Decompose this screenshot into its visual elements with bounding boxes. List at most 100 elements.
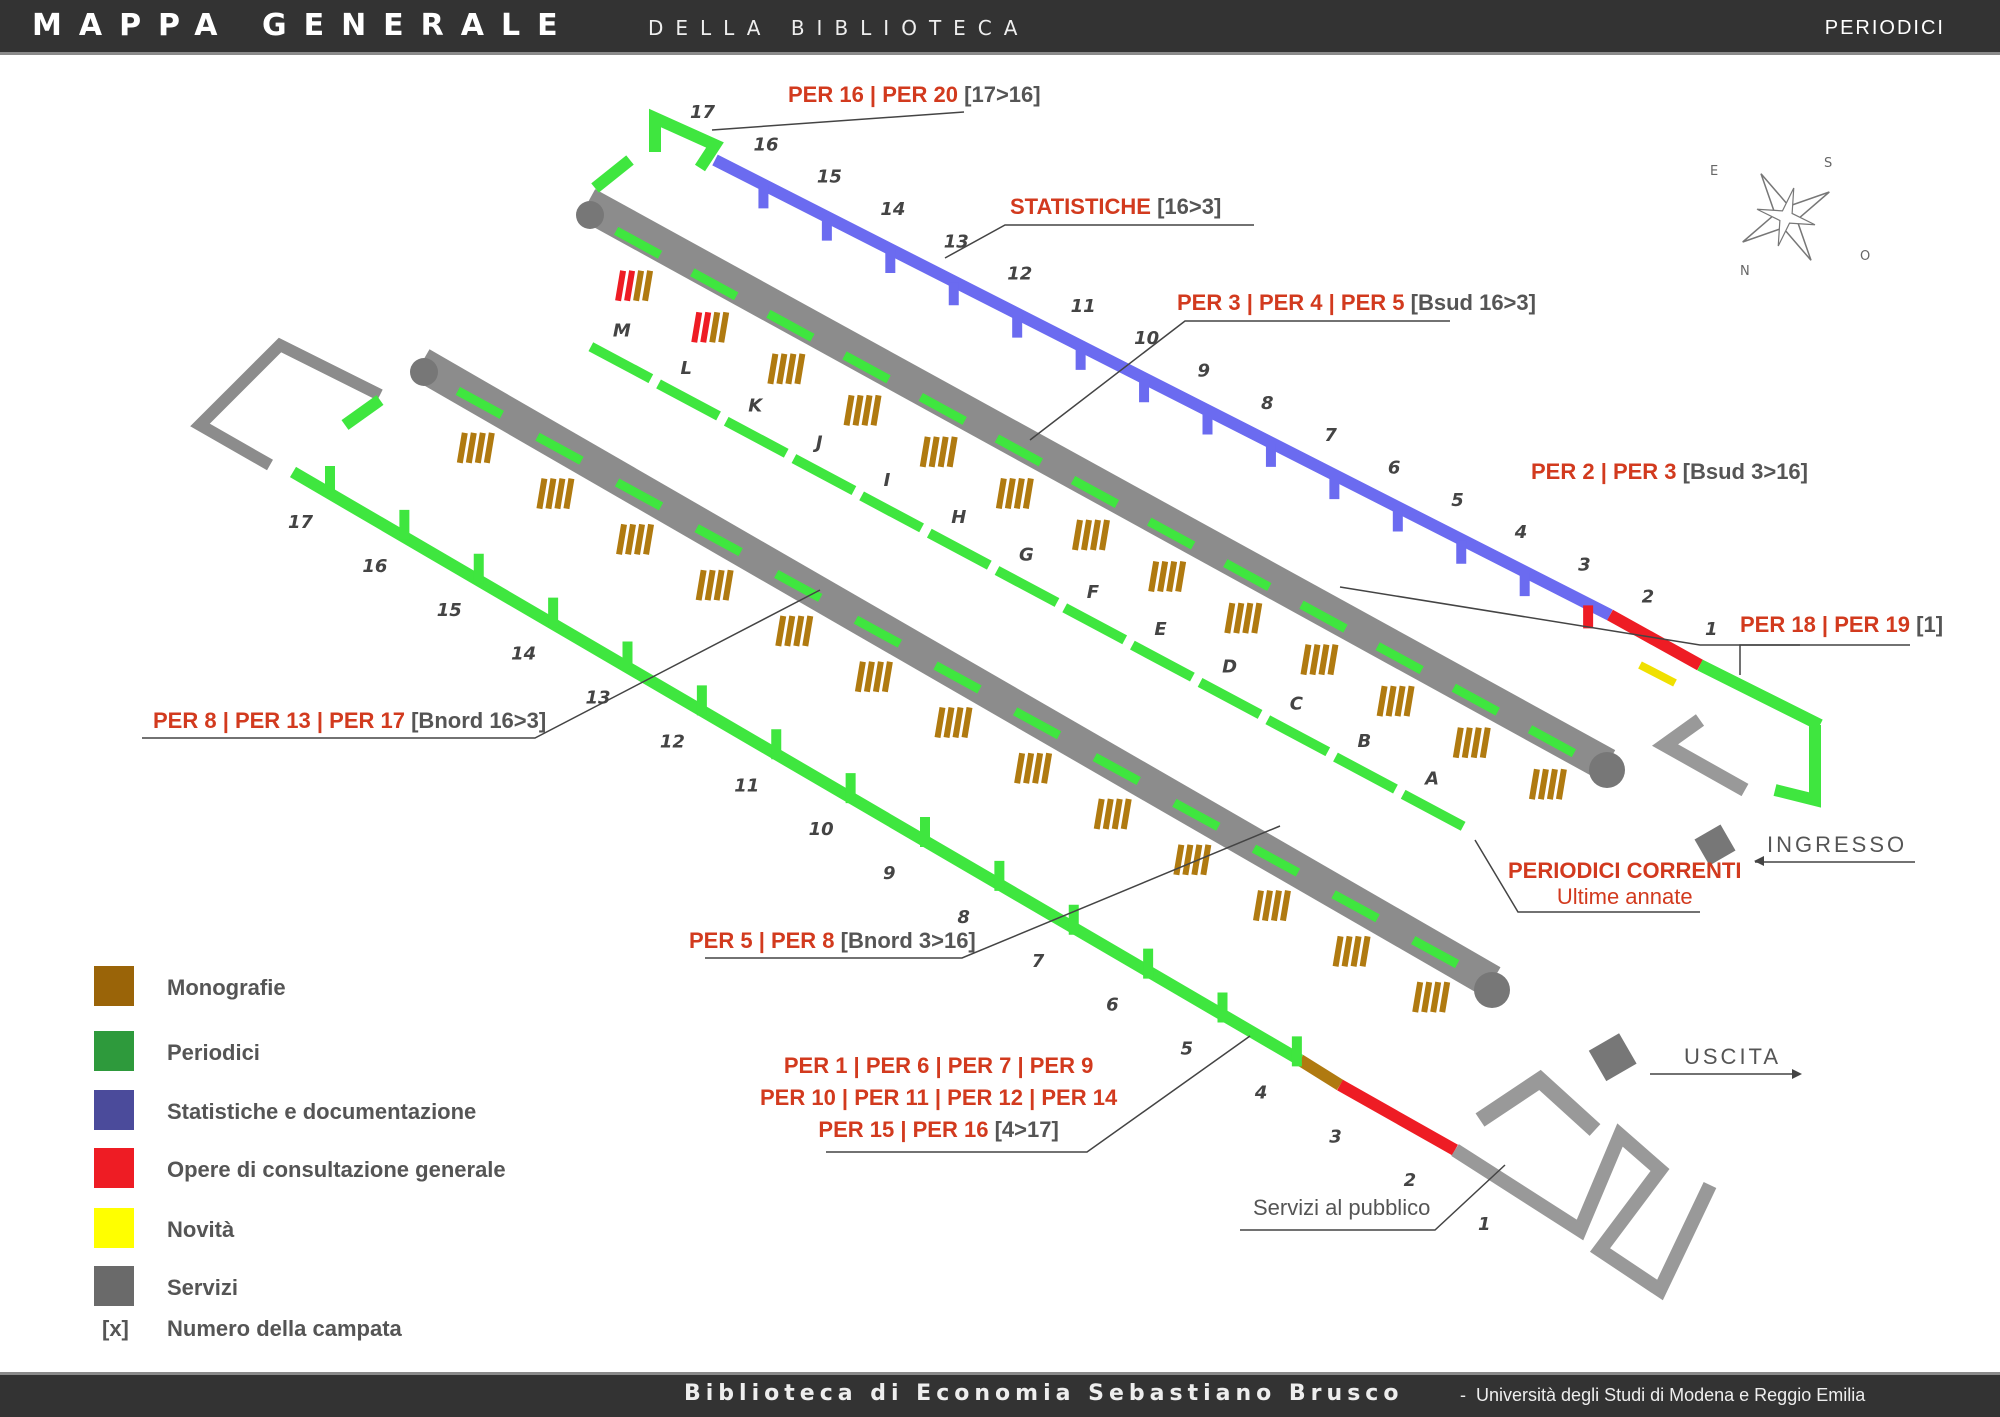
monografie-rack: [563, 478, 575, 510]
footer-bar: Biblioteca di Economia Sebastiano Brusco…: [0, 1372, 2000, 1417]
legend-item-monografie: Monografie: [94, 966, 594, 1006]
bay-number-upper: 4: [1514, 522, 1528, 543]
monografie-rack: [1148, 561, 1160, 593]
label-servizi-al-pubblico: Servizi al pubblico: [1253, 1195, 1431, 1220]
monografie-rack: [784, 615, 796, 647]
monografie-rack: [1439, 981, 1451, 1013]
monografie-rack: [1555, 768, 1567, 800]
label-per2-per3: PER 2 | PER 3 [Bsud 3>16]: [1531, 459, 1808, 484]
monografie-rack: [625, 523, 636, 555]
bay-number-upper: 5: [1451, 490, 1464, 511]
bay-number-lower: 8: [957, 907, 970, 928]
monografie-rack: [1251, 602, 1263, 634]
monografie-rack: [633, 270, 645, 302]
monografie-rack: [465, 432, 477, 464]
aisle-end: [410, 358, 438, 386]
monografie-rack: [1224, 602, 1236, 634]
legend-swatch: [94, 1090, 134, 1130]
monografie-rack: [554, 478, 566, 510]
monografie-rack: [802, 615, 814, 647]
monografie-rack: [713, 569, 725, 601]
monografie-rack: [794, 353, 806, 385]
compass-s: S: [1824, 156, 1832, 171]
monografie-rack: [1479, 727, 1491, 759]
shelf-aisle-upper: [578, 189, 1616, 780]
label-per18-per19: PER 18 | PER 19 [1]: [1740, 612, 1944, 637]
monografie-rack: [1099, 519, 1110, 551]
monografie-rack: [1327, 644, 1339, 676]
legend-item-servizi: Servizi: [94, 1266, 594, 1306]
monografie-rack: [1341, 935, 1353, 967]
legend-item-opere: Opere di consultazione generale: [94, 1148, 594, 1188]
monografie-rack: [946, 436, 958, 468]
legend-swatch: [94, 1208, 134, 1248]
bay-number-lower: 14: [511, 644, 536, 665]
periodici-shelf: [1172, 798, 1221, 831]
section-title: PERIODICI: [1824, 17, 1945, 39]
row-label: E: [1154, 619, 1167, 640]
novita-shelf: [1638, 661, 1677, 687]
bay-number-lower: 16: [362, 556, 387, 577]
bay-number-lower: 10: [809, 819, 834, 840]
periodici-shelf: [1375, 642, 1424, 675]
periodici-shelf: [1070, 476, 1120, 508]
monografie-rack: [943, 707, 955, 738]
lower-wall-monografie: [1296, 1054, 1344, 1091]
upper-wall-periodici-end: [649, 108, 724, 172]
monografie-rack: [1300, 644, 1312, 676]
lower-wall: [289, 466, 1304, 1066]
monografie-rack: [1537, 768, 1549, 800]
monografie-rack: [1376, 685, 1388, 717]
monografie-rack: [1157, 561, 1169, 593]
periodici-shelf: [1092, 753, 1141, 785]
periodici-row-D: [1197, 678, 1263, 719]
monografie-rack: [700, 311, 712, 343]
periodici-shelf: [1411, 936, 1460, 969]
bay-number-lower: 3: [1329, 1126, 1342, 1147]
bay-number-lower: 5: [1181, 1039, 1194, 1060]
header-bar: MAPPA GENERALE DELLA BIBLIOTECA PERIODIC…: [0, 0, 2000, 55]
bay-number-upper: 6: [1388, 457, 1401, 478]
bay-number-upper: 1: [1705, 619, 1718, 640]
bay-number-upper: 14: [880, 199, 905, 220]
periodici-row-J: [791, 454, 857, 495]
bay-number-upper: 12: [1007, 264, 1032, 285]
legend-swatch: [94, 1266, 134, 1306]
monografie-rack: [695, 569, 707, 601]
upper-wall-statistiche: [712, 154, 1613, 621]
periodici-row-B: [1333, 752, 1398, 794]
monografie-rack: [854, 661, 866, 693]
bay-number-upper: 7: [1324, 425, 1337, 446]
label-per3-per4-per5: PER 3 | PER 4 | PER 5 [Bsud 16>3]: [1177, 290, 1536, 315]
monografie-rack: [852, 394, 864, 426]
periodici-shelf: [613, 226, 663, 259]
label-per5-per8: PER 5 | PER 8 [Bnord 3>16]: [689, 928, 976, 953]
periodici-shelf: [933, 661, 982, 694]
uscita-icon: [1588, 1033, 1637, 1082]
legend-item-novita: Novità: [94, 1208, 594, 1248]
monografie-rack: [1309, 644, 1321, 676]
monografie-rack: [1403, 685, 1415, 717]
bay-number-lower: 1: [1478, 1214, 1491, 1235]
bay-number-upper: 11: [1071, 296, 1096, 317]
monografie-rack: [1332, 935, 1344, 967]
monografie-rack: [775, 615, 787, 647]
row-label: F: [1087, 582, 1100, 603]
monografie-rack: [1013, 477, 1025, 509]
compass-n: N: [1740, 264, 1750, 279]
service-block: [1651, 714, 1749, 797]
monografie-rack: [1111, 798, 1123, 830]
legend-note: [x]Numero della campata: [102, 1316, 402, 1341]
university-name: - Università degli Studi di Modena e Reg…: [1460, 1385, 1866, 1405]
bay-number-lower: 13: [586, 688, 611, 709]
monografie-rack: [785, 353, 797, 385]
periodici-shelf: [1299, 600, 1348, 633]
monografie-rack: [1182, 844, 1194, 876]
monografie-rack: [995, 477, 1007, 509]
monografie-rack: [704, 569, 716, 601]
monografie-rack: [1022, 477, 1034, 509]
periodici-shelf: [766, 309, 815, 342]
